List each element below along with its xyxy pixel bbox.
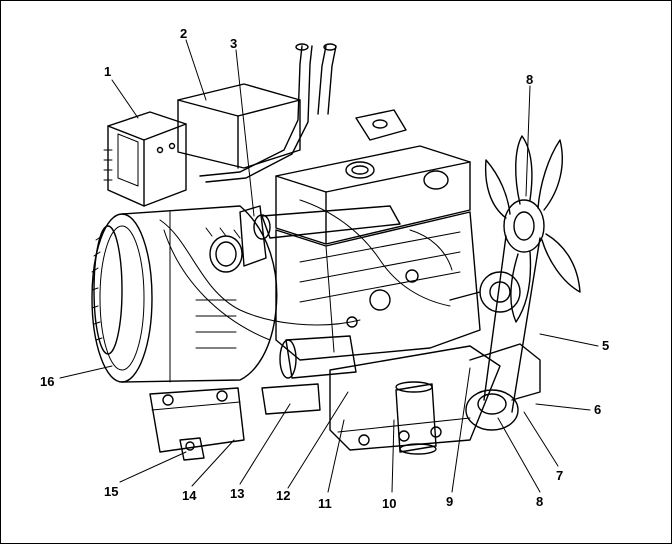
leader-8b	[497, 417, 541, 493]
starter-motor	[279, 335, 357, 379]
leader-7	[523, 411, 559, 467]
callout-7: 7	[556, 468, 563, 483]
cooling-fan	[484, 135, 581, 323]
oil-pan	[329, 345, 501, 451]
mounting-feet	[149, 383, 321, 461]
callout-11: 11	[318, 496, 332, 511]
leader-1	[111, 79, 139, 119]
callout-14: 14	[182, 488, 197, 503]
control-box	[103, 111, 187, 207]
flywheel	[91, 225, 123, 355]
leader-12	[287, 391, 349, 489]
leader-15	[119, 451, 187, 483]
leader-9	[451, 367, 471, 493]
crank-pulley	[465, 343, 541, 431]
callout-5: 5	[602, 338, 609, 353]
alternator	[449, 271, 521, 313]
callout-6: 6	[594, 402, 601, 417]
leader-8a	[525, 85, 531, 197]
pipes-top	[199, 43, 337, 183]
callout-labels: 1 2 3 8 5 6 7 8 9 10 11 12 13 14 15 16	[40, 26, 609, 511]
fan-belt	[483, 235, 541, 413]
engine-illustration	[91, 43, 581, 461]
leader-13	[239, 403, 291, 485]
callout-3: 3	[230, 36, 237, 51]
leader-10	[391, 419, 395, 493]
callout-9: 9	[446, 494, 453, 509]
callout-15: 15	[104, 484, 118, 499]
top-cover	[177, 83, 301, 169]
leader-2	[185, 39, 207, 101]
callout-12: 12	[276, 488, 290, 503]
wiring-harness	[159, 199, 453, 341]
leader-5	[539, 333, 599, 347]
oil-filter	[395, 381, 437, 455]
leader-11	[327, 419, 345, 493]
leader-16	[59, 365, 113, 379]
leader-14	[191, 439, 235, 487]
callout-1: 1	[104, 64, 111, 79]
callout-16: 16	[40, 374, 54, 389]
leader-6	[535, 403, 591, 411]
callout-10: 10	[382, 496, 396, 511]
callout-2: 2	[180, 26, 187, 41]
engine-block	[275, 211, 481, 361]
leader-lines	[59, 39, 599, 493]
callout-8-bottom: 8	[536, 494, 543, 509]
leader-3	[235, 49, 255, 217]
engine-head	[275, 109, 471, 245]
callout-8-top: 8	[526, 72, 533, 87]
callout-13: 13	[230, 486, 244, 501]
generator-housing	[91, 205, 278, 383]
